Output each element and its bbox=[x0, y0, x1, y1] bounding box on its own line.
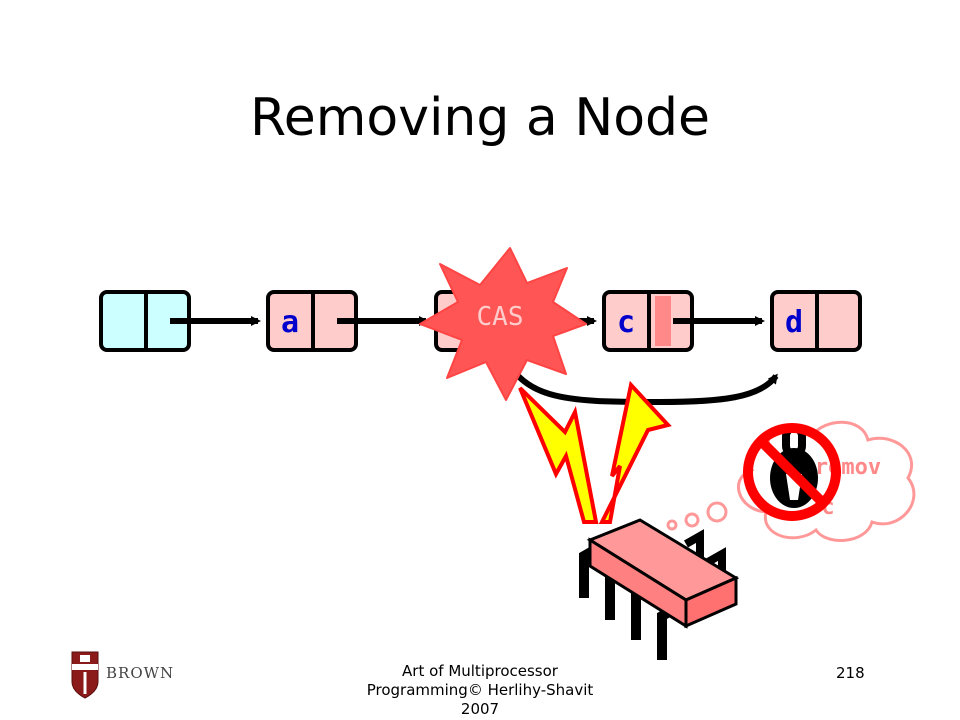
forbidden-lock-icon bbox=[743, 423, 841, 521]
slide-title: Removing a Node bbox=[249, 88, 711, 148]
footer-citation: Art of Multiprocessor Programming© Herli… bbox=[330, 662, 630, 719]
footer-line: Art of Multiprocessor bbox=[402, 662, 558, 680]
lightning-bolt-left-icon bbox=[518, 386, 599, 524]
cas-burst: CAS bbox=[419, 247, 587, 401]
thought-bubble-dot bbox=[666, 519, 678, 531]
lightning-bolt-right-icon bbox=[598, 380, 672, 524]
node-label-d: d bbox=[785, 305, 803, 340]
thread-chip-icon bbox=[579, 518, 740, 660]
cas-label: CAS bbox=[477, 302, 524, 332]
node-label-c: c bbox=[617, 305, 635, 340]
list-node-c: c bbox=[602, 290, 694, 352]
page-number: 218 bbox=[836, 664, 865, 682]
logo-wordmark: BROWN bbox=[106, 664, 174, 682]
footer-line: Programming© Herlihy-Shavit bbox=[366, 681, 594, 699]
footer-line: 2007 bbox=[460, 700, 500, 718]
thought-text-line-1: remov bbox=[815, 455, 881, 480]
node-label-a: a bbox=[281, 305, 299, 340]
thought-bubble-dot bbox=[706, 501, 728, 523]
bypass-pointer bbox=[497, 343, 779, 406]
thought-bubble-dot bbox=[684, 512, 700, 528]
marked-bit bbox=[655, 296, 671, 346]
list-node-d: d bbox=[770, 290, 862, 352]
brown-logo: BROWN bbox=[71, 651, 174, 699]
